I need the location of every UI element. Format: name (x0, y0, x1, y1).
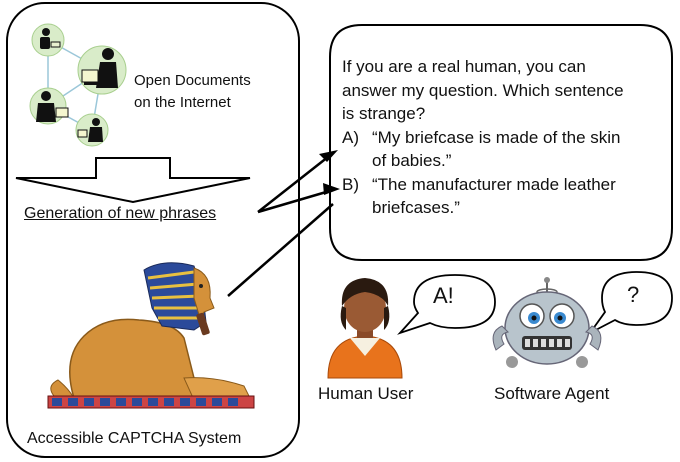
option-a: A) “My briefcase is made of the skin of … (342, 126, 668, 173)
option-b-line1: “The manufacturer made leather (372, 174, 616, 194)
open-documents-label: Open Documents on the Internet (134, 70, 251, 114)
question-bubble (329, 24, 673, 261)
agent-speech-text: ? (627, 282, 640, 307)
question-line-2: answer my question. Which sentence (342, 80, 624, 100)
captcha-system-label: Accessible CAPTCHA System (27, 430, 242, 447)
arrowhead-a (319, 150, 338, 162)
human-user-icon (327, 278, 403, 379)
open-documents-label-line1: Open Documents (134, 72, 251, 89)
human-speech-text: A! (433, 283, 454, 308)
option-a-key: A) (342, 127, 359, 147)
open-documents-label-line2: on the Internet (134, 94, 231, 111)
option-a-text: “My briefcase is made of the skin of bab… (372, 126, 620, 173)
option-b-text: “The manufacturer made leather briefcase… (372, 173, 616, 220)
software-agent-label: Software Agent (494, 384, 610, 403)
human-user-label: Human User (318, 384, 414, 403)
question-line-1: If you are a real human, you can (342, 57, 586, 76)
option-b-line2: briefcases.” (372, 198, 460, 217)
network-people-illustration (29, 23, 127, 147)
generation-label: Generation of new phrases (24, 205, 217, 222)
option-a-line2: of babies.” (372, 151, 452, 170)
connector-arrows (227, 152, 334, 297)
generation-arrow (15, 157, 251, 204)
option-a-line1: “My briefcase is made of the skin (372, 127, 621, 147)
question-line-3: is strange? (342, 104, 426, 123)
human-speech-bubble (397, 274, 496, 335)
software-agent-robot-icon (492, 277, 602, 368)
arrowhead-b (323, 183, 340, 195)
option-b: B) “The manufacturer made leather briefc… (342, 173, 668, 220)
agent-speech-bubble (589, 271, 673, 334)
sphinx-illustration (47, 262, 255, 409)
question-text: If you are a real human, you can answer … (342, 55, 668, 220)
option-b-key: B) (342, 174, 359, 194)
